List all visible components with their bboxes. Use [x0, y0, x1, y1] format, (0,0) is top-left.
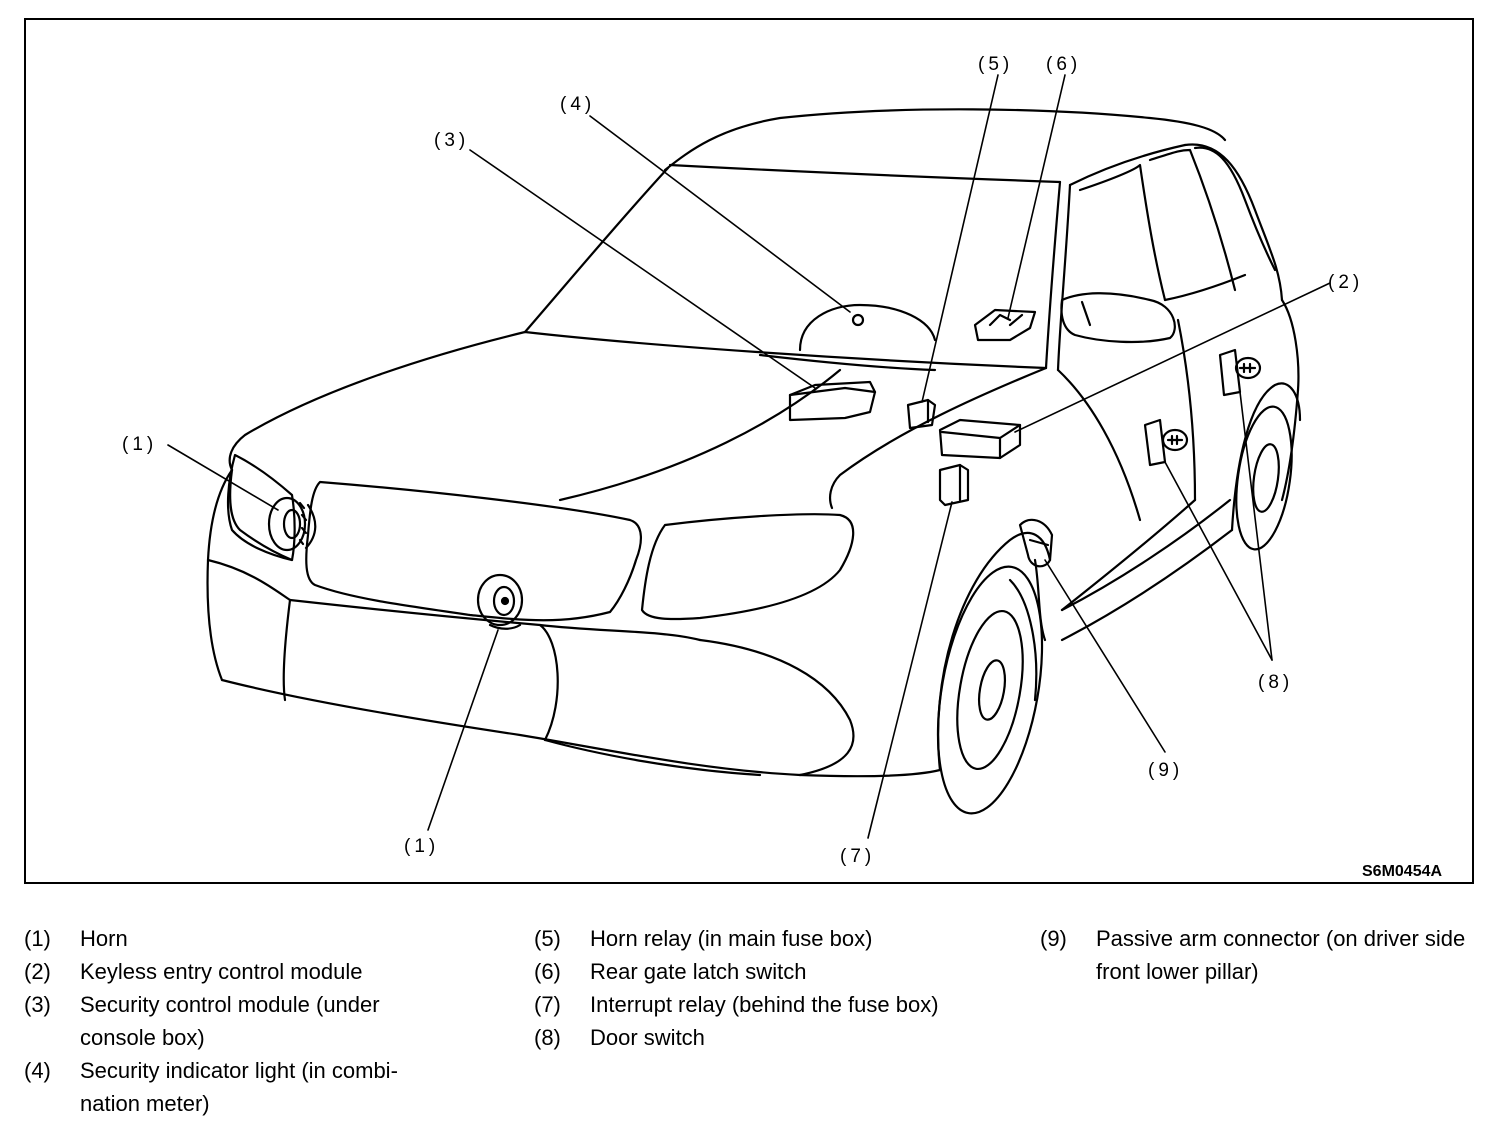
rear-wheel — [1230, 382, 1302, 551]
legend-text: Keyless entry control module — [80, 959, 363, 984]
leader-lines — [167, 74, 1331, 839]
legend-text: Horn — [80, 926, 128, 951]
legend-column-3: (9) Passive arm connector (on driver sid… — [1040, 922, 1480, 988]
callout-6: (6) — [1046, 54, 1081, 75]
legend-text: Interrupt relay (behind the fuse box) — [590, 992, 939, 1017]
keyless-entry-control-module — [938, 418, 1022, 460]
legend-item-rear-gate-latch: (6) Rear gate latch switch — [534, 955, 954, 988]
legend-item-security-control: (3) Security control module (under conso… — [24, 988, 454, 1054]
legend-number: (7) — [534, 992, 561, 1017]
callout-2: (2) — [1328, 272, 1363, 293]
legend-number: (4) — [24, 1058, 51, 1083]
legend-item-door-switch: (8) Door switch — [534, 1021, 954, 1054]
legend-number: (2) — [24, 959, 51, 984]
figure-code: S6M0454A — [1362, 863, 1442, 880]
horn-center — [476, 573, 524, 630]
legend-item-horn-relay: (5) Horn relay (in main fuse box) — [534, 922, 954, 955]
callout-8: (8) — [1258, 672, 1293, 693]
legend-text: Security indicator light (in combi-natio… — [80, 1058, 398, 1116]
door-switch-front — [1143, 418, 1189, 467]
security-control-module — [788, 380, 877, 422]
legend-column-1: (1) Horn (2) Keyless entry control modul… — [24, 922, 454, 1120]
legend-number: (6) — [534, 959, 561, 984]
legend-number: (1) — [24, 926, 51, 951]
legend-number: (8) — [534, 1025, 561, 1050]
horn-left — [267, 496, 317, 552]
callout-1-upper: (1) — [122, 434, 157, 455]
legend-text: Door switch — [590, 1025, 705, 1050]
rear-gate-latch-switch — [973, 308, 1037, 342]
vehicle-outline — [206, 108, 1300, 778]
figure-frame — [24, 18, 1474, 884]
legend-text: Horn relay (in main fuse box) — [590, 926, 873, 951]
legend-number: (3) — [24, 992, 51, 1017]
legend-item-passive-arm-connector: (9) Passive arm connector (on driver sid… — [1040, 922, 1480, 988]
legend-item-interrupt-relay: (7) Interrupt relay (behind the fuse box… — [534, 988, 954, 1021]
combination-meter — [758, 303, 937, 372]
callout-5: (5) — [978, 54, 1013, 75]
interrupt-relay — [938, 463, 970, 507]
callout-7: (7) — [840, 846, 875, 867]
legend-item-security-indicator: (4) Security indicator light (in combi-n… — [24, 1054, 454, 1120]
callout-4: (4) — [560, 94, 595, 115]
legend-text: Rear gate latch switch — [590, 959, 807, 984]
callout-9: (9) — [1148, 760, 1183, 781]
vehicle-diagram: (1) (1) (2) (3) (4) (5) (6) (7) (8) (9) … — [122, 54, 1442, 880]
legend-text: Passive arm connector (on driver side fr… — [1096, 926, 1466, 984]
door-switch-rear — [1218, 348, 1262, 397]
callout-3: (3) — [434, 130, 469, 151]
callout-1-lower: (1) — [404, 836, 439, 857]
legend-number: (9) — [1040, 926, 1067, 951]
legend-item-keyless-entry: (2) Keyless entry control module — [24, 955, 454, 988]
front-wheel — [936, 531, 1052, 815]
legend-text: Security control module (under console b… — [80, 992, 380, 1050]
horn-relay — [906, 398, 937, 430]
legend-column-2: (5) Horn relay (in main fuse box) (6) Re… — [534, 922, 954, 1054]
legend-item-horn: (1) Horn — [24, 922, 454, 955]
passive-arm-connector — [1018, 518, 1054, 642]
legend-number: (5) — [534, 926, 561, 951]
